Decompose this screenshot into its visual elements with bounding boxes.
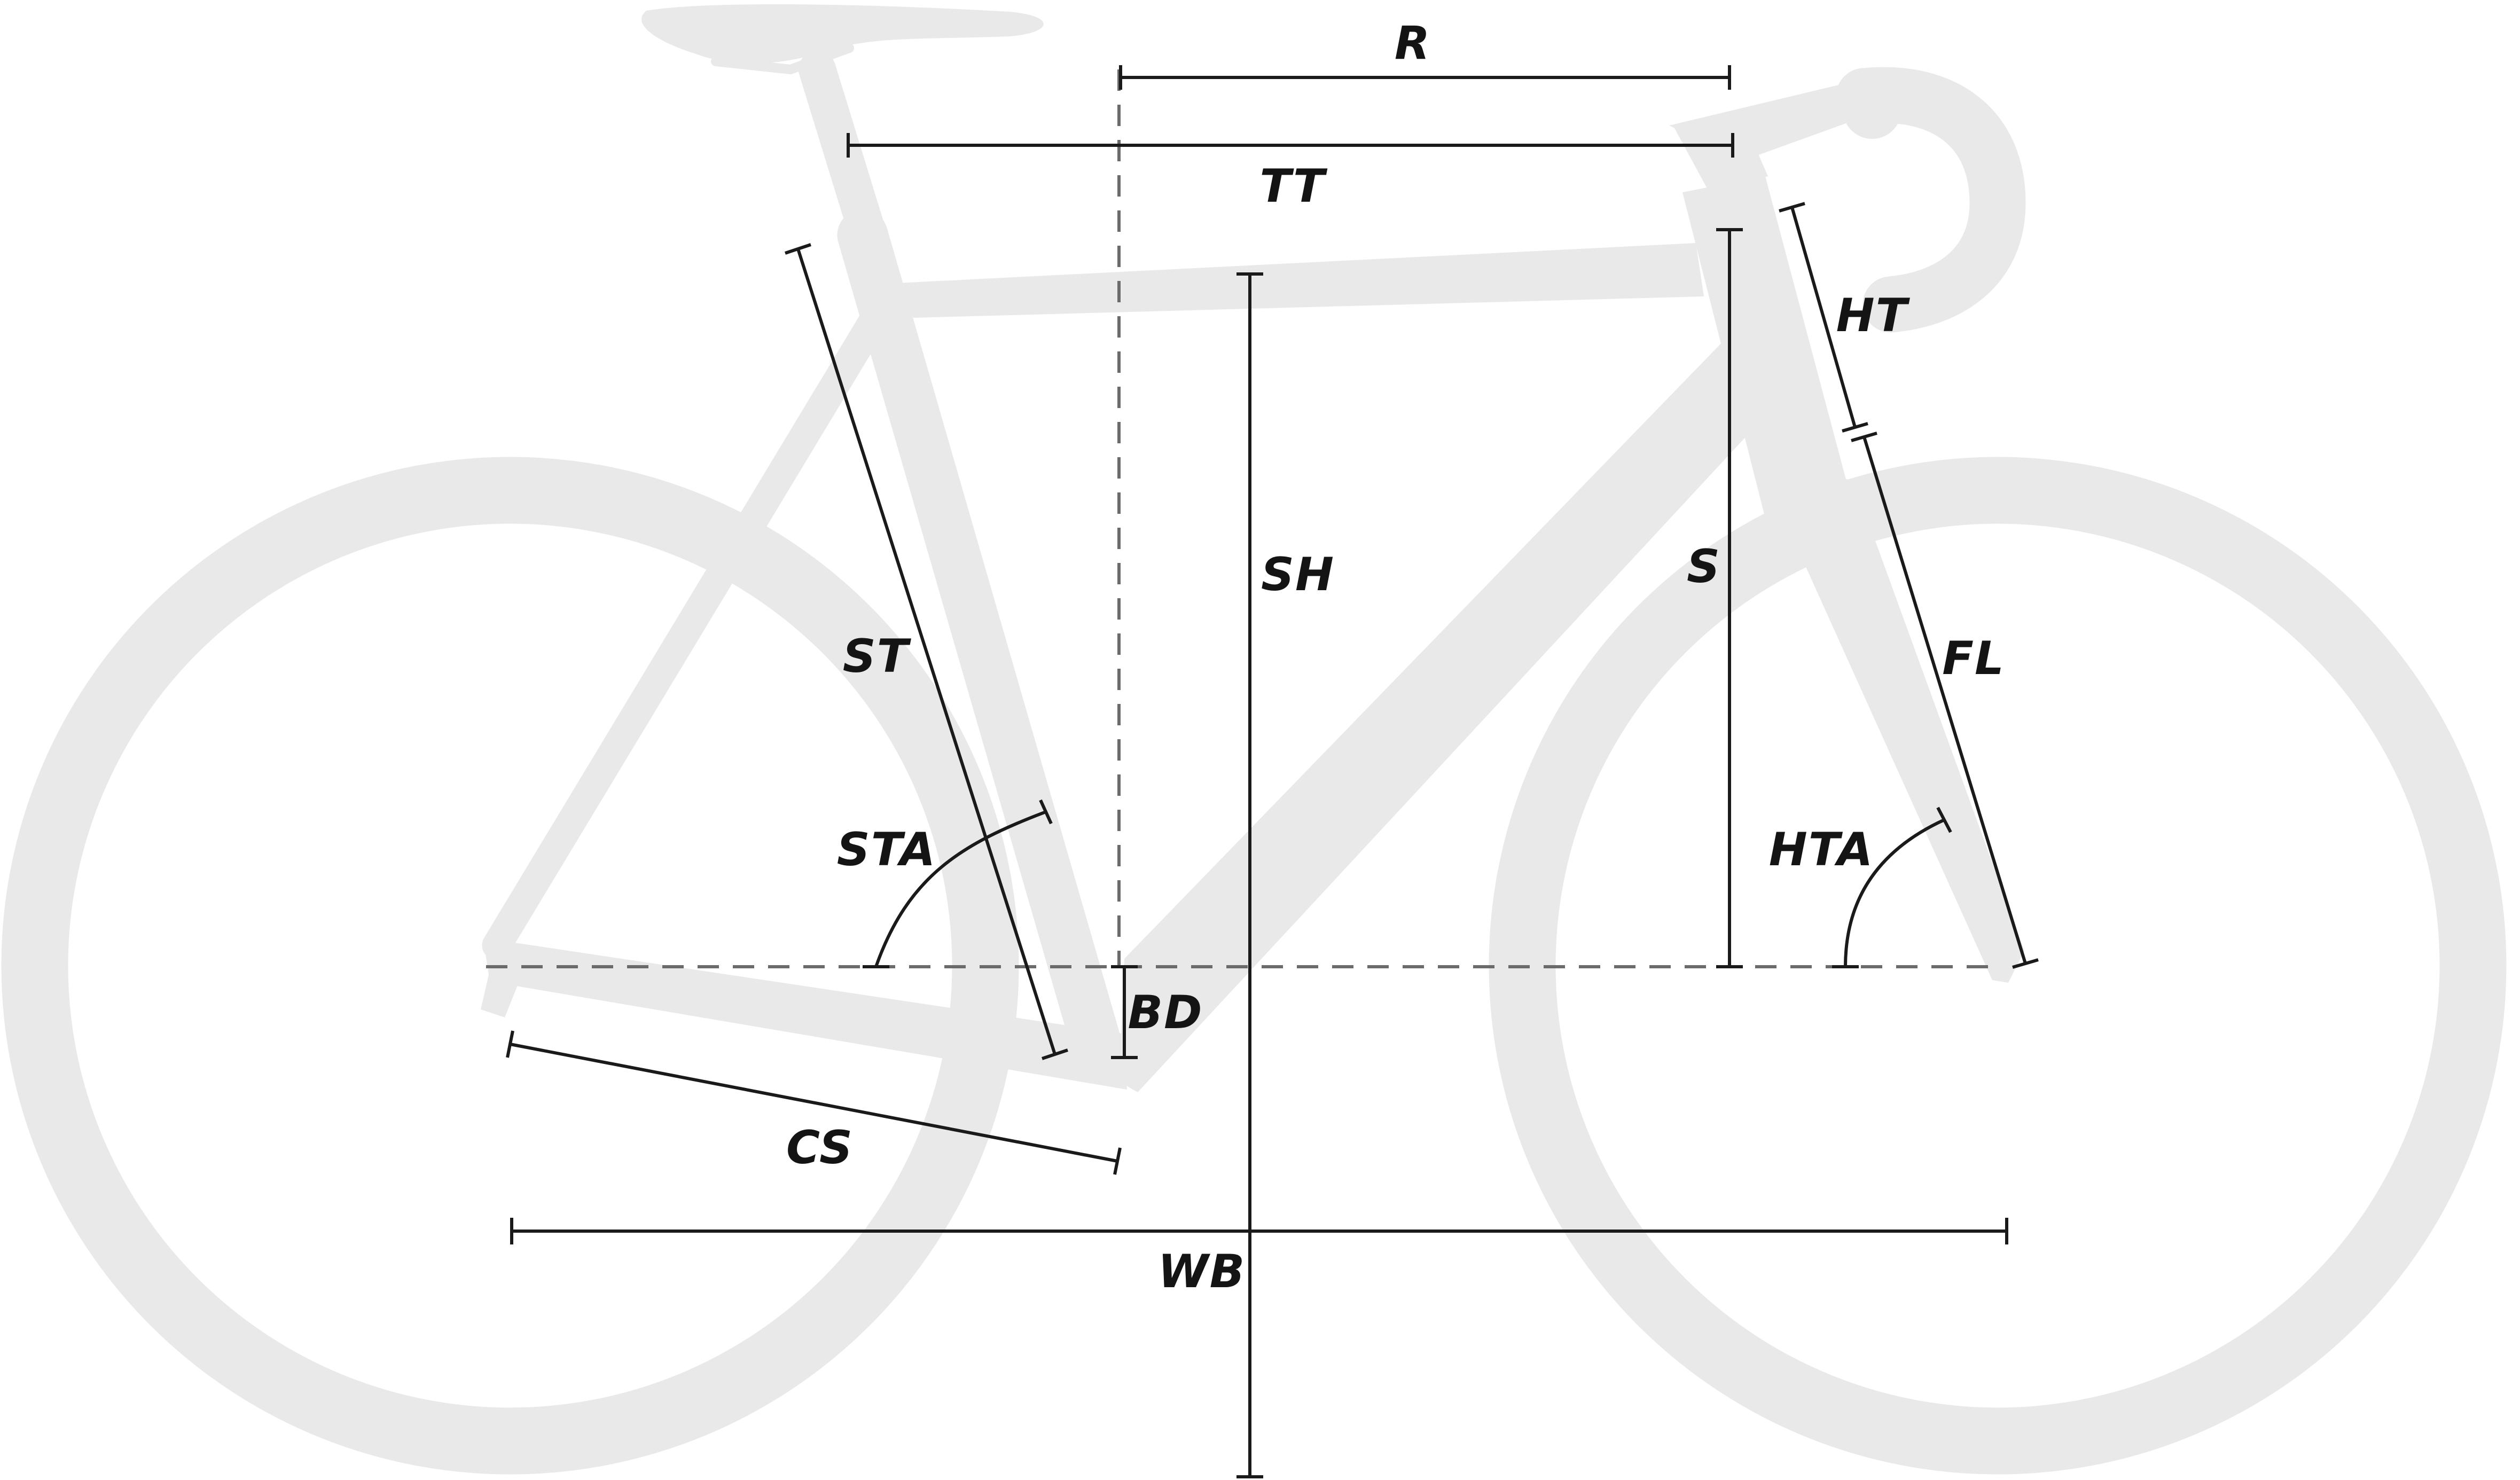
head-tube-angle-tick-end [1936, 806, 1952, 833]
fork-length-line [1862, 436, 2027, 964]
bike-silhouette [1, 4, 2507, 1475]
chainstay-tick-right [1113, 1147, 1122, 1175]
chain-stay [497, 940, 1127, 1090]
bb-drop-label: BD [1128, 986, 1203, 1039]
chainstay-label: CS [786, 1121, 854, 1174]
top-tube-label: TT [1259, 160, 1328, 213]
head-tube-line [1790, 207, 1857, 428]
head-tube-body [1682, 176, 1853, 529]
head-tube-angle-arc [1844, 818, 1945, 967]
saddle [641, 4, 1044, 64]
seat-tube-line [796, 248, 1056, 1055]
rear-dropout [481, 932, 521, 1017]
reference-lines [486, 69, 2000, 968]
stem [1669, 80, 1869, 160]
saddle-rails [711, 43, 854, 74]
seat-tube-angle-arc [874, 810, 1047, 967]
head-tube-angle-label: HTA [1769, 823, 1874, 876]
dimension-lines [506, 65, 2039, 1478]
down-tube [1119, 342, 1755, 1092]
chainstay-tick-left [506, 1030, 514, 1058]
fork-length-label: FL [1942, 632, 2005, 685]
stack-height-label: SH [1261, 548, 1335, 601]
chainstay-line [510, 1043, 1118, 1163]
seat-tube-label: ST [843, 630, 912, 683]
fork-length-tick-bottom [2012, 958, 2039, 969]
seat-post [799, 51, 900, 296]
fork [1757, 459, 2024, 983]
head-tube-label: HT [1836, 289, 1911, 342]
seat-tube-angle-tick-end [1039, 799, 1053, 825]
reach-label: R [1395, 17, 1431, 70]
fork-length-tick-top [1851, 432, 1877, 442]
handlebar-clamp [1843, 80, 1901, 139]
handlebar [1836, 67, 2026, 333]
dimension-labels: R TT HT ST SH S FL STA HTA BD CS WB [786, 17, 2005, 1298]
seat-tube-angle-label: STA [837, 823, 936, 876]
head-tube-tick-bottom [1842, 422, 1868, 433]
seat-stay [482, 284, 902, 960]
seat-tube-tick-top [785, 243, 811, 255]
top-tube [897, 243, 1704, 318]
seat-tube-tick-bottom [1042, 1048, 1068, 1060]
seat-tube-frame [837, 209, 1126, 1083]
wheelbase-label: WB [1158, 1245, 1246, 1298]
head-tube-tick-top [1779, 202, 1805, 213]
stack-label: S [1687, 540, 1721, 593]
